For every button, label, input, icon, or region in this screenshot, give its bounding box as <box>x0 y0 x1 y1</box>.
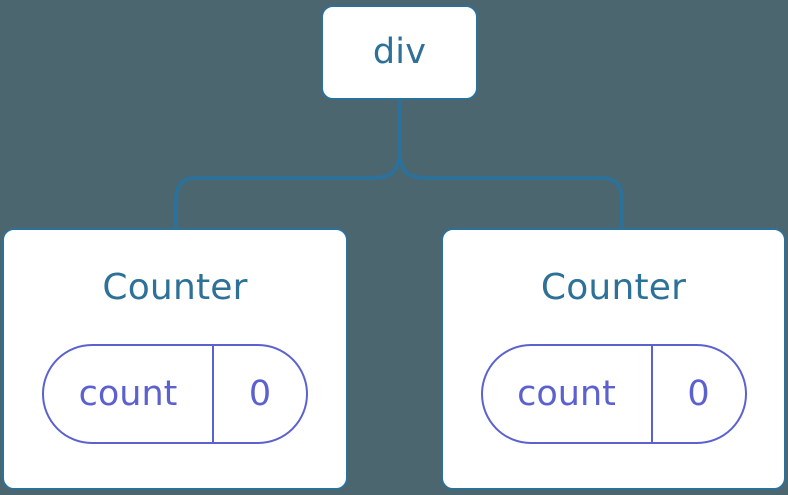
component-title: Counter <box>102 267 248 308</box>
state-value: 0 <box>687 373 710 414</box>
node-counter-left[interactable]: Counter count 0 <box>2 228 348 490</box>
state-key: count <box>483 346 653 442</box>
state-pill[interactable]: count 0 <box>480 344 747 444</box>
connector-branch-right <box>397 149 624 228</box>
connector-branch-left <box>174 149 402 228</box>
node-div-label: div <box>372 32 427 72</box>
state-value: 0 <box>248 373 272 414</box>
node-counter-right[interactable]: Counter count 0 <box>441 228 786 490</box>
state-pill[interactable]: count 0 <box>42 344 308 444</box>
state-key: count <box>44 346 214 442</box>
component-title: Counter <box>540 267 687 308</box>
node-div[interactable]: div <box>321 5 478 100</box>
